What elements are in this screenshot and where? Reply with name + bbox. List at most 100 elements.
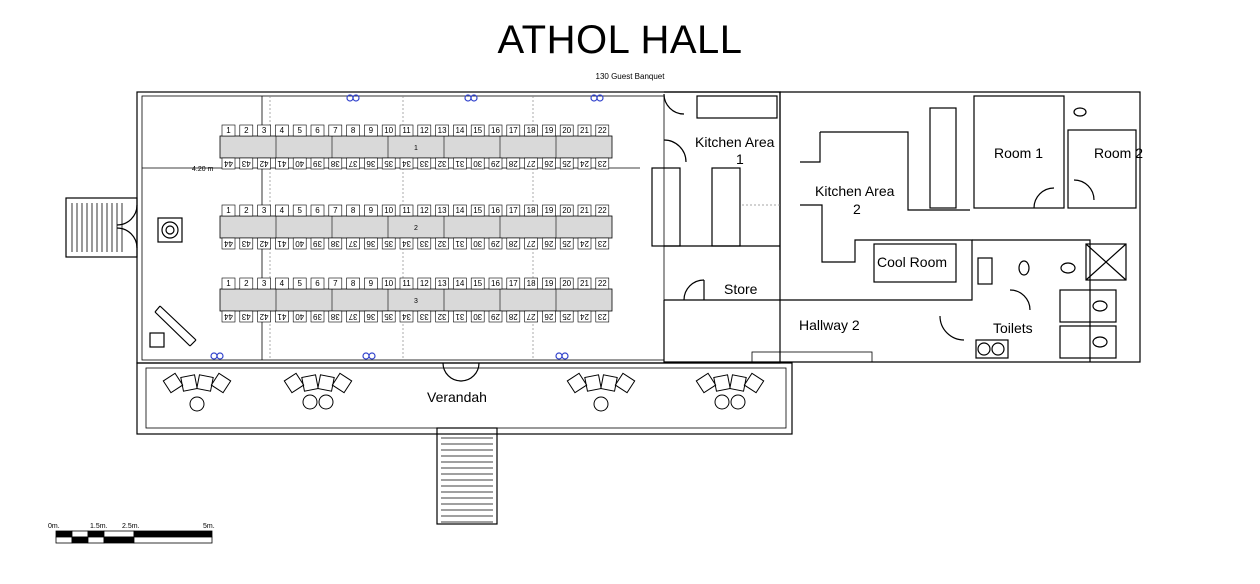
seat-number: 44 bbox=[224, 239, 233, 248]
table-id: 1 bbox=[414, 145, 418, 152]
seat-number: 13 bbox=[438, 126, 447, 135]
seat-number: 43 bbox=[241, 239, 250, 248]
lounge-chair bbox=[210, 372, 232, 394]
seat-number: 24 bbox=[580, 239, 589, 248]
toilet-door-2 bbox=[1009, 289, 1031, 311]
seat bbox=[488, 277, 503, 290]
seat-number: 35 bbox=[384, 159, 393, 168]
lounge-chair bbox=[331, 372, 353, 394]
seat bbox=[221, 157, 236, 170]
seat-number: 10 bbox=[384, 206, 393, 215]
scale-segment bbox=[133, 530, 213, 538]
seat bbox=[595, 157, 610, 170]
seat-number: 30 bbox=[473, 239, 482, 248]
kitchen-bench-top bbox=[696, 95, 778, 119]
basin-unit bbox=[975, 339, 1009, 359]
lounge-chair bbox=[729, 374, 747, 392]
seat bbox=[399, 277, 414, 290]
seat-number: 40 bbox=[295, 159, 304, 168]
toilet-stall-2 bbox=[1059, 325, 1117, 359]
seat-number: 18 bbox=[527, 126, 536, 135]
seat bbox=[381, 204, 396, 217]
seat-number: 22 bbox=[598, 126, 607, 135]
seat bbox=[577, 277, 592, 290]
seat-number: 26 bbox=[544, 159, 553, 168]
seat bbox=[292, 237, 307, 250]
blue-markers bbox=[210, 94, 604, 360]
seat-number: 17 bbox=[509, 279, 518, 288]
seat bbox=[239, 310, 254, 323]
seat-number: 25 bbox=[562, 312, 571, 321]
seat-number: 4 bbox=[280, 126, 285, 135]
seat-number: 27 bbox=[526, 239, 535, 248]
seat-number: 24 bbox=[580, 159, 589, 168]
seat bbox=[559, 124, 574, 137]
coffee-table bbox=[189, 396, 205, 412]
seat-number: 15 bbox=[473, 126, 482, 135]
seat-number: 31 bbox=[455, 312, 464, 321]
table-top bbox=[219, 135, 613, 159]
seat bbox=[559, 237, 574, 250]
shaft-box bbox=[1085, 243, 1127, 281]
seat bbox=[542, 204, 556, 217]
seat bbox=[399, 204, 414, 217]
lounge-chair bbox=[317, 374, 335, 392]
scale-segment bbox=[133, 536, 213, 544]
seat bbox=[559, 157, 574, 170]
seat-number: 33 bbox=[419, 312, 428, 321]
seat bbox=[488, 157, 503, 170]
room2-box bbox=[1067, 129, 1137, 209]
room1-box bbox=[973, 95, 1065, 209]
seat-number: 17 bbox=[509, 206, 518, 215]
scale-segment bbox=[71, 530, 89, 538]
seat bbox=[417, 277, 432, 290]
table-id: 3 bbox=[414, 298, 418, 305]
lounge-chair bbox=[196, 374, 214, 392]
seat bbox=[435, 204, 449, 217]
seat bbox=[364, 157, 378, 170]
seat-number: 41 bbox=[277, 159, 286, 168]
verandah-lounges bbox=[162, 372, 765, 412]
seat bbox=[257, 157, 271, 170]
seat-number: 26 bbox=[544, 312, 553, 321]
seat-number: 28 bbox=[508, 159, 517, 168]
page-title: ATHOL HALL bbox=[497, 18, 743, 62]
seat bbox=[595, 310, 610, 323]
seat bbox=[506, 310, 521, 323]
seat-number: 28 bbox=[508, 239, 517, 248]
seat-number: 32 bbox=[437, 239, 446, 248]
lounge-chair bbox=[743, 372, 765, 394]
seat bbox=[275, 124, 289, 137]
marker-ring bbox=[352, 94, 360, 102]
seat bbox=[275, 204, 289, 217]
seat-number: 22 bbox=[598, 279, 607, 288]
lounge-set bbox=[695, 372, 765, 410]
seat-number: 39 bbox=[313, 159, 322, 168]
seat bbox=[453, 310, 467, 323]
seat bbox=[417, 237, 432, 250]
scale-segment bbox=[87, 530, 105, 538]
seat-number: 7 bbox=[333, 126, 338, 135]
coffee-table bbox=[714, 394, 730, 410]
seat bbox=[417, 204, 432, 217]
seat bbox=[381, 157, 396, 170]
seat bbox=[488, 204, 503, 217]
seat bbox=[381, 277, 396, 290]
speaker-marker bbox=[210, 352, 224, 360]
seat-number: 22 bbox=[598, 206, 607, 215]
toilet-4 bbox=[1092, 336, 1108, 348]
seat-number: 25 bbox=[562, 239, 571, 248]
seat-number: 43 bbox=[241, 312, 250, 321]
seat-number: 7 bbox=[333, 279, 338, 288]
seat-number: 31 bbox=[455, 159, 464, 168]
seat bbox=[364, 124, 378, 137]
seat-number: 2 bbox=[244, 206, 249, 215]
seat bbox=[328, 237, 343, 250]
seat bbox=[310, 237, 325, 250]
seat bbox=[470, 157, 485, 170]
scale-bar: 0m. 1.5m. 2.5m. 5m. bbox=[48, 523, 215, 544]
seat-number: 43 bbox=[241, 159, 250, 168]
